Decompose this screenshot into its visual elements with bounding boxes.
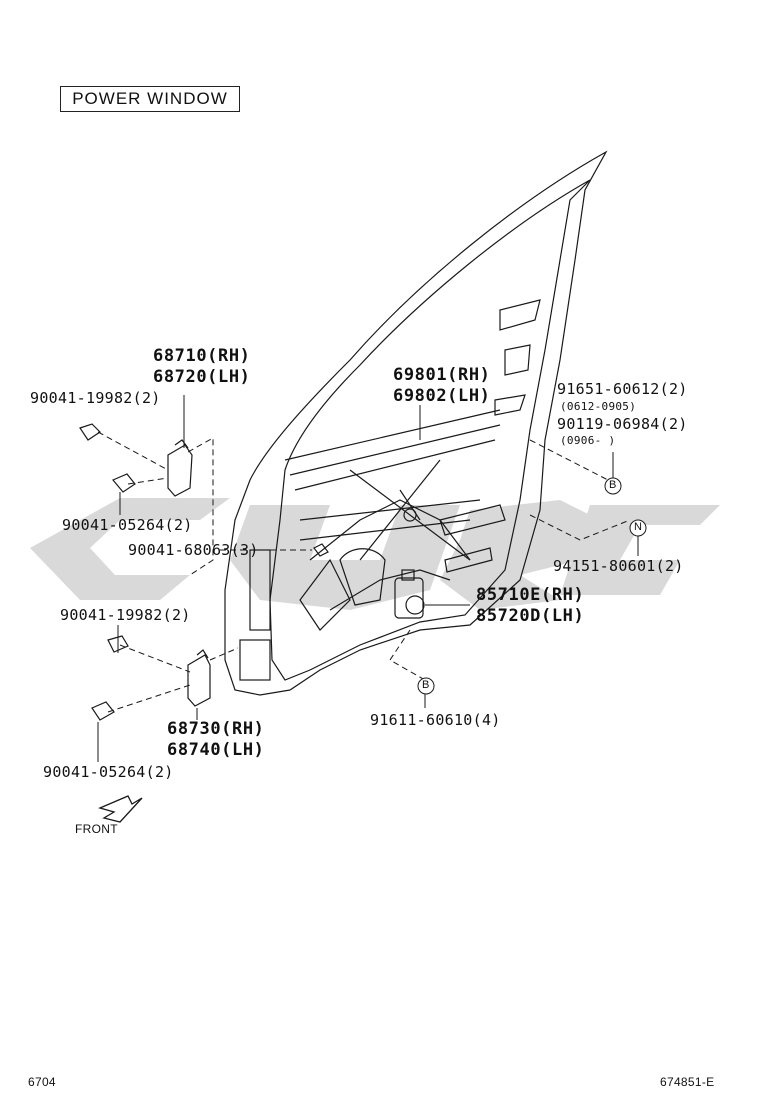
part-69802: 69802(LH) [393,386,491,406]
part-90041-19982-top: 90041-19982(2) [30,389,161,407]
part-68710: 68710(RH) [153,346,251,366]
part-91651: 91651-60612(2) [557,380,688,398]
part-94151: 94151-80601(2) [553,557,684,575]
part-90041-19982-bot: 90041-19982(2) [60,606,191,624]
part-91611: 91611-60610(4) [370,711,501,729]
part-90041-05264-top: 90041-05264(2) [62,516,193,534]
part-91651-range: (0612-0905) [560,400,637,413]
part-90119: 90119-06984(2) [557,415,688,433]
marker-b-label-1: B [609,479,617,491]
footer-page-number: 6704 [28,1075,56,1089]
part-85720: 85720D(LH) [476,606,585,626]
part-90119-range: (0906- ) [560,434,616,447]
page-title: POWER WINDOW [60,86,240,112]
front-arrow-icon [98,795,143,823]
part-68740: 68740(LH) [167,740,265,760]
watermark [30,498,720,610]
dashed-guides [97,431,631,713]
part-85710: 85710E(RH) [476,585,585,605]
part-68730: 68730(RH) [167,719,265,739]
part-90041-68063: 90041-68063(3) [128,541,259,559]
part-69801: 69801(RH) [393,365,491,385]
marker-n-label: N [634,521,643,533]
door-frame [79,150,608,721]
part-68720: 68720(LH) [153,367,251,387]
part-90041-05264-bot: 90041-05264(2) [43,763,174,781]
marker-b-label-2: B [422,679,430,691]
footer-figure-id: 674851-E [660,1075,715,1089]
front-label: FRONT [75,822,118,836]
leader-lines [97,395,639,762]
markers [417,477,647,695]
